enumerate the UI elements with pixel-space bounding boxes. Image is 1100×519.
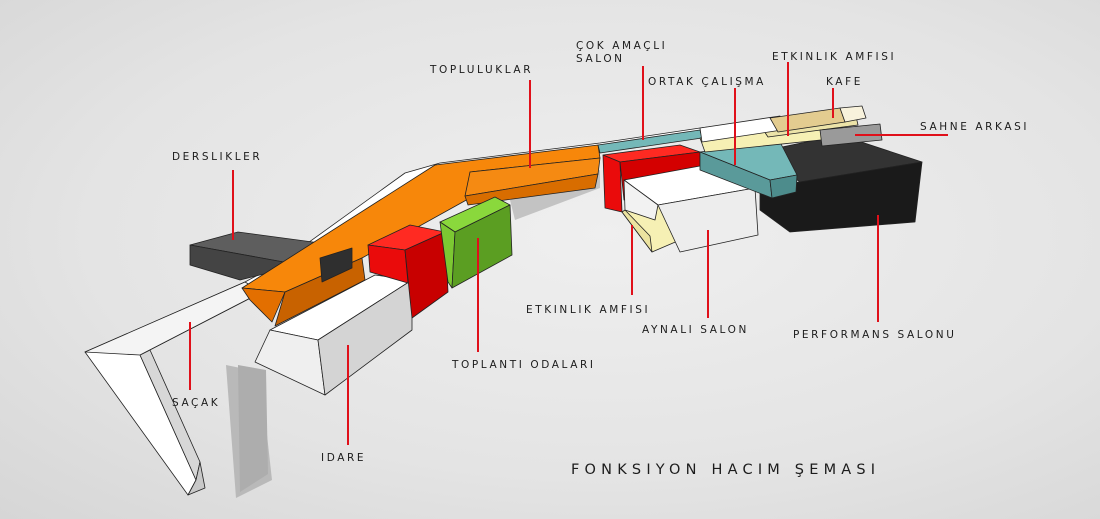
label-sahne-arkasi: SAHNE ARKASI bbox=[920, 121, 1030, 133]
label-ortak-calisma: ORTAK ÇALIŞMA bbox=[648, 76, 766, 88]
topluluklar-block bbox=[241, 144, 601, 327]
label-performans-salonu: PERFORMANS SALONU bbox=[793, 329, 957, 341]
label-cok-amacli-line2: SALON bbox=[576, 53, 625, 65]
label-toplanti-odalari: TOPLANTI ODALARI bbox=[452, 359, 596, 371]
label-etkinlik-amfisi-top: ETKINLIK AMFISI bbox=[772, 51, 897, 63]
sahne-arkasi-block bbox=[819, 123, 883, 147]
label-derslikler: DERSLIKLER bbox=[172, 151, 263, 163]
leader-lines bbox=[189, 62, 948, 445]
label-topluluklar: TOPLULUKLAR bbox=[430, 64, 534, 76]
label-sacak: SAÇAK bbox=[172, 397, 221, 409]
label-etkinlik-amfisi-bottom: ETKINLIK AMFISI bbox=[526, 304, 651, 316]
label-cok-amacli-line1: ÇOK AMAÇLI bbox=[576, 40, 668, 52]
diagram-title: FONKSIYON HACIM ŞEMASI bbox=[571, 462, 881, 478]
label-kafe: KAFE bbox=[826, 76, 863, 88]
toplanti-green-block bbox=[439, 196, 513, 289]
idare-block bbox=[254, 274, 413, 396]
label-aynali-salon: AYNALI SALON bbox=[642, 324, 749, 336]
ortak-calisma-block bbox=[699, 141, 798, 199]
label-idare: IDARE bbox=[321, 452, 367, 464]
